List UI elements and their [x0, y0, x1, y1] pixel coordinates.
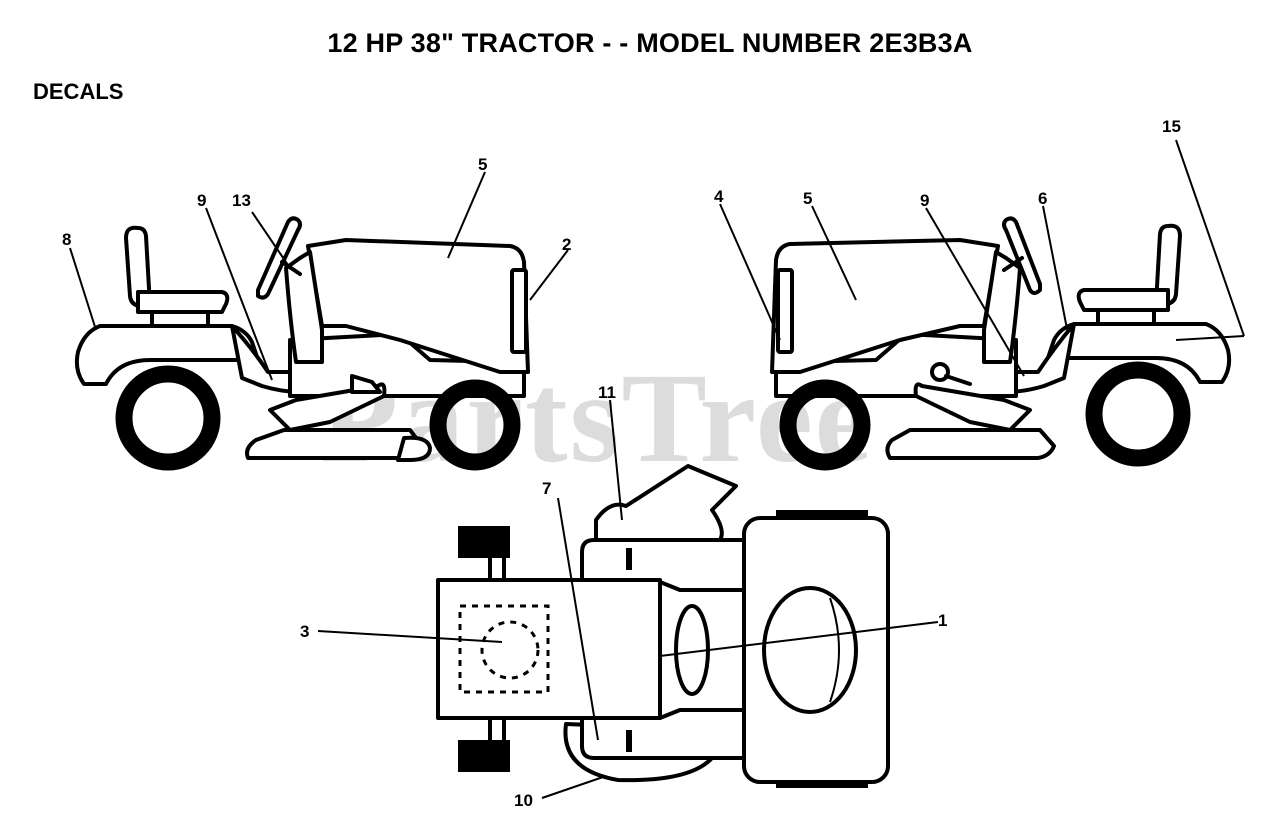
deck-lift-arm-right — [913, 382, 1032, 432]
dash-console — [284, 250, 324, 364]
hood-cap-highlight — [829, 597, 840, 703]
seat-cushion — [136, 290, 230, 314]
leader-5-right — [811, 205, 857, 301]
grille-decal — [510, 268, 528, 354]
dash-console-right — [982, 250, 1022, 364]
callout-5-left: 5 — [478, 155, 487, 174]
leader-7 — [557, 497, 599, 741]
rear-wheel-right-view — [1085, 361, 1191, 467]
leader-3 — [317, 630, 503, 643]
leader-15 — [1175, 139, 1245, 337]
callout-numbers: 1 2 3 4 5 5 6 7 8 9 9 10 11 13 15 — [62, 117, 1181, 810]
leader-1 — [659, 621, 939, 657]
seat-decal-circle — [480, 620, 540, 680]
callout-3: 3 — [300, 622, 309, 641]
callout-5-right: 5 — [803, 189, 812, 208]
page-title: 12 HP 38" TRACTOR - - MODEL NUMBER 2E3B3… — [327, 28, 973, 58]
tractor-top-view — [436, 464, 890, 788]
leader-10 — [541, 775, 607, 799]
rear-tire-top — [458, 526, 510, 558]
callout-13: 13 — [232, 191, 251, 210]
tractor-left-side-view — [74, 216, 530, 471]
hood-cap-top — [762, 586, 858, 714]
leader-15-tick — [1175, 335, 1245, 341]
discharge-chute-top — [594, 464, 738, 542]
callout-15: 15 — [1162, 117, 1181, 136]
steering-column — [280, 260, 302, 276]
leader-13 — [251, 211, 291, 269]
rear-wheel-left-view — [115, 365, 221, 471]
callout-2: 2 — [562, 235, 571, 254]
rear-fender-right — [1046, 322, 1232, 384]
front-wheel-right-view — [779, 379, 871, 471]
callout-4: 4 — [714, 187, 724, 206]
tractor-right-side-view — [770, 216, 1232, 471]
lift-lever-handle — [350, 374, 382, 394]
deck-lift-arm — [268, 382, 387, 432]
lift-lever-rod — [944, 374, 972, 386]
seat-decal-outline — [458, 604, 550, 694]
leader-8 — [69, 247, 97, 331]
discharge-chute — [396, 435, 432, 462]
mower-deck-right — [885, 428, 1056, 460]
seat-back-right — [1154, 223, 1182, 306]
leader-11 — [609, 399, 623, 521]
grille-decal-right — [776, 268, 794, 354]
seat-back — [124, 225, 152, 308]
steering-wheel — [256, 216, 302, 300]
seat-support-right — [1096, 308, 1156, 326]
steering-wheel-right — [1002, 216, 1042, 295]
leader-6 — [1042, 205, 1069, 335]
section-label: DECALS — [33, 79, 124, 104]
mower-deck — [245, 428, 424, 460]
callout-10: 10 — [514, 791, 533, 810]
leader-5-left — [447, 171, 486, 259]
seat-area-top — [436, 578, 662, 720]
rear-tire-bottom — [458, 740, 510, 772]
leader-lines — [69, 139, 1245, 799]
seat-cushion-right — [1076, 288, 1170, 312]
fender-mark-bottom — [626, 730, 632, 752]
callout-11: 11 — [598, 383, 616, 402]
callout-9-right: 9 — [920, 191, 929, 210]
callout-6: 6 — [1038, 189, 1047, 208]
seat-support — [150, 310, 210, 328]
leader-9-right — [925, 207, 1025, 377]
fender-mark-top — [626, 548, 632, 570]
front-wheel-left-view — [429, 379, 521, 471]
steering-column-right — [1002, 256, 1024, 272]
leader-4 — [719, 203, 781, 341]
rear-fender — [74, 324, 260, 386]
callout-7: 7 — [542, 479, 551, 498]
callout-1: 1 — [938, 611, 947, 630]
leader-9-left — [205, 207, 273, 381]
callout-9-left: 9 — [197, 191, 206, 210]
callout-8: 8 — [62, 230, 71, 249]
leader-2 — [529, 249, 569, 301]
